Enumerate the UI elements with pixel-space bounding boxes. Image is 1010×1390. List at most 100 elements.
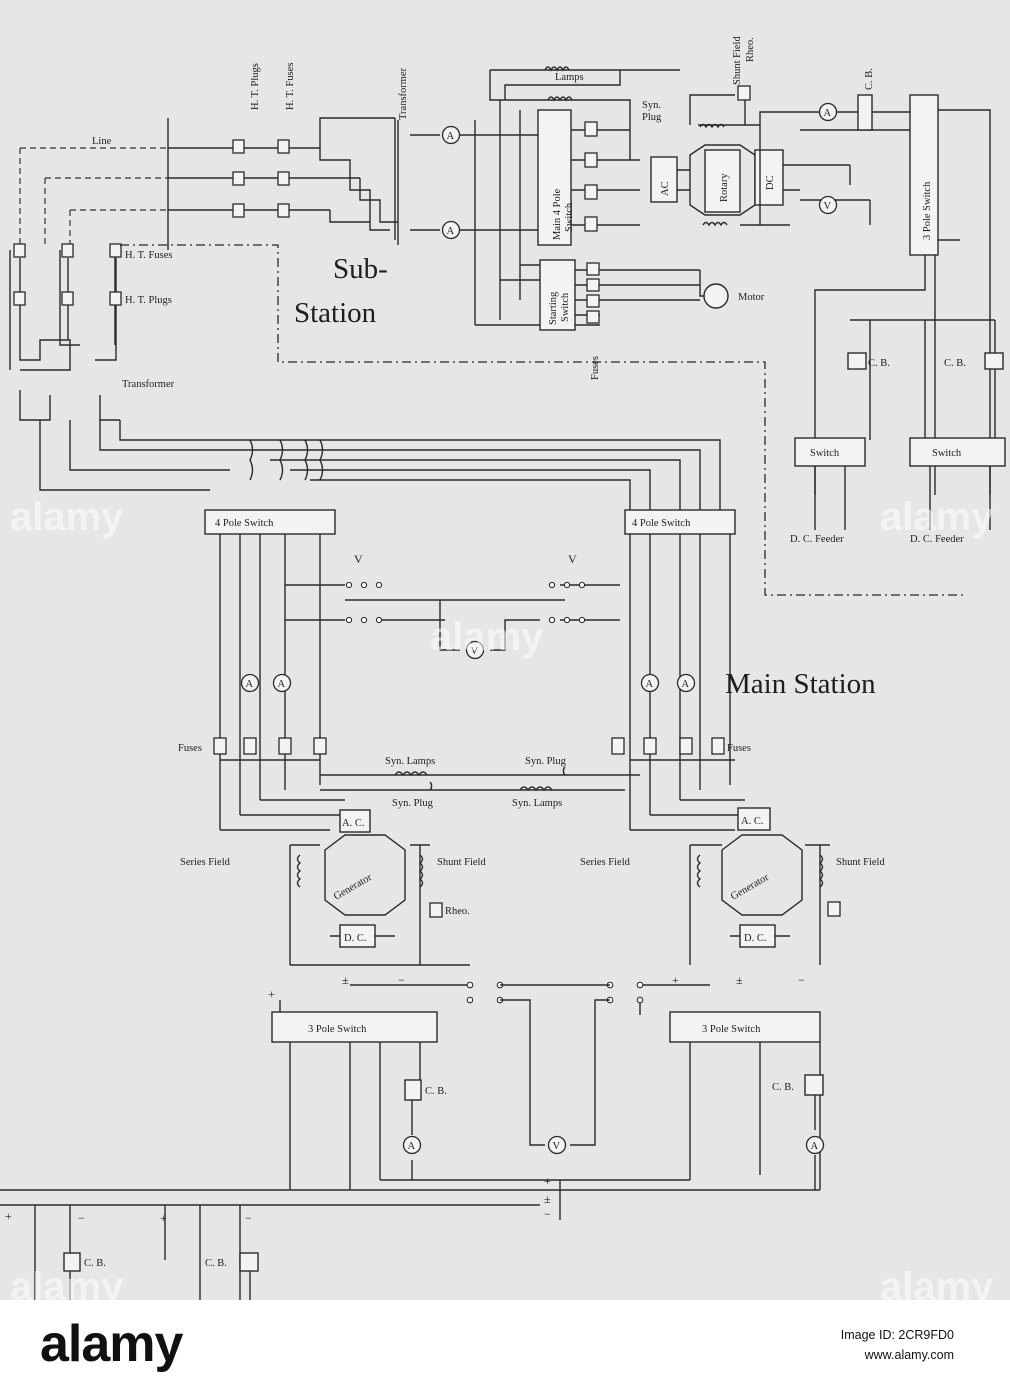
v-label: V bbox=[354, 552, 363, 566]
fuses-label: Fuses bbox=[178, 743, 202, 754]
minus-sign: − bbox=[398, 973, 405, 987]
three-pole-switch-label: 3 Pole Switch bbox=[702, 1024, 761, 1035]
svg-text:A: A bbox=[447, 226, 455, 237]
fuses-label: Fuses bbox=[727, 743, 751, 754]
ammeter: A bbox=[818, 102, 838, 122]
voltmeter: V bbox=[465, 640, 485, 660]
svg-text:A: A bbox=[682, 679, 690, 690]
plug-label: Plug bbox=[642, 112, 662, 123]
ht-plugs-label: H. T. Plugs bbox=[250, 63, 261, 110]
dc-label: D. C. bbox=[744, 933, 766, 944]
transformer-label: Transformer bbox=[122, 379, 175, 390]
rotary-label: Rotary bbox=[719, 173, 730, 202]
ammeter: A bbox=[240, 673, 260, 693]
alamy-logo[interactable]: alamy bbox=[40, 1315, 183, 1373]
svg-text:A: A bbox=[246, 679, 254, 690]
substation-title: Sub- bbox=[333, 253, 388, 285]
cb-label: C. B. bbox=[205, 1258, 227, 1269]
four-pole-switch-label: 4 Pole Switch bbox=[632, 518, 691, 529]
plusminus-sign: ± bbox=[736, 973, 743, 987]
plus-sign: + bbox=[268, 987, 275, 1001]
four-pole-switch-label: 4 Pole Switch bbox=[215, 518, 274, 529]
minus-sign: − bbox=[544, 1207, 551, 1221]
minus-sign: − bbox=[245, 1211, 252, 1225]
plus-sign: + bbox=[160, 1211, 167, 1225]
shunt-field-label: Shunt Field bbox=[437, 857, 486, 868]
three-pole-switch-label: 3 Pole Switch bbox=[922, 181, 933, 240]
site-url-link[interactable]: www.alamy.com bbox=[864, 1348, 954, 1362]
three-pole-switch-label: 3 Pole Switch bbox=[308, 1024, 367, 1035]
plus-sign: + bbox=[5, 1209, 12, 1223]
ac-label: A. C. bbox=[342, 818, 364, 829]
svg-text:A: A bbox=[811, 1141, 819, 1152]
svg-text:A: A bbox=[646, 679, 654, 690]
ammeter: A bbox=[402, 1135, 422, 1155]
svg-text:V: V bbox=[471, 646, 479, 657]
motor-label: Motor bbox=[738, 292, 765, 303]
svg-text:A: A bbox=[824, 108, 832, 119]
lamps-label: Lamps bbox=[555, 72, 584, 83]
line-label: Line bbox=[92, 136, 112, 147]
rheo-label: Rheo. bbox=[445, 906, 470, 917]
starting-switch-label: Switch bbox=[560, 292, 571, 322]
dc-label: DC bbox=[765, 175, 776, 190]
image-id-text: Image ID: 2CR9FD0 bbox=[840, 1328, 954, 1342]
voltmeter: V bbox=[818, 195, 838, 215]
svg-text:V: V bbox=[553, 1141, 561, 1152]
ammeter: A bbox=[441, 220, 461, 240]
generator-label: Generator bbox=[729, 872, 771, 903]
v-label: V bbox=[568, 552, 577, 566]
syn-lamps-label: Syn. Lamps bbox=[385, 756, 435, 767]
footer-bar: alamy Image ID: 2CR9FD0 www.alamy.com bbox=[0, 1300, 1010, 1390]
shunt-field-label: Shunt Field bbox=[732, 36, 743, 85]
cb-label: C. B. bbox=[868, 358, 890, 369]
svg-text:alamy: alamy bbox=[880, 495, 994, 539]
plusminus-sign: ± bbox=[342, 973, 349, 987]
substation-wiring bbox=[9, 66, 1006, 596]
wiring-diagram-plate: A A A V A A V A A A V A Line H. T. Plugs… bbox=[0, 0, 1010, 1300]
plus-sign: + bbox=[544, 1174, 551, 1188]
svg-text:A: A bbox=[447, 131, 455, 142]
svg-text:alamy: alamy bbox=[10, 1265, 124, 1300]
svg-text:alamy: alamy bbox=[10, 495, 124, 539]
cb-label: C. B. bbox=[772, 1082, 794, 1093]
syn-label: Syn. bbox=[642, 100, 661, 111]
watermark: alamy alamy alamy alamy alamy bbox=[10, 495, 994, 1300]
starting-label: Starting bbox=[548, 291, 559, 325]
main-switch-label: Switch bbox=[564, 202, 575, 232]
svg-text:alamy: alamy bbox=[430, 615, 544, 659]
shunt-field-label: Shunt Field bbox=[836, 857, 885, 868]
wiring-diagram: A A A V A A V A A A V A Line H. T. Plugs… bbox=[0, 36, 1006, 1300]
switch-label: Switch bbox=[810, 448, 840, 459]
syn-plug-label: Syn. Plug bbox=[392, 798, 434, 809]
svg-text:A: A bbox=[278, 679, 286, 690]
ht-fuses-label: H. T. Fuses bbox=[125, 250, 172, 261]
dc-feeder-label: D. C. Feeder bbox=[910, 534, 964, 545]
generator-label: Generator bbox=[332, 872, 374, 903]
ammeter: A bbox=[676, 673, 696, 693]
series-field-label: Series Field bbox=[180, 857, 231, 868]
minus-sign: − bbox=[78, 1211, 85, 1225]
svg-text:A: A bbox=[408, 1141, 416, 1152]
ammeter: A bbox=[272, 673, 292, 693]
rheo-label: Rheo. bbox=[745, 37, 756, 62]
cb-label: C. B. bbox=[425, 1086, 447, 1097]
voltmeter: V bbox=[547, 1135, 567, 1155]
switch-label: Switch bbox=[932, 448, 962, 459]
main-4-pole-switch-label: Main 4 Pole bbox=[552, 188, 563, 240]
substation-title-line2: Station bbox=[294, 297, 377, 329]
cb-label: C. B. bbox=[864, 68, 875, 90]
main-station-title: Main Station bbox=[725, 668, 876, 700]
svg-text:alamy: alamy bbox=[880, 1265, 994, 1300]
syn-plug-label: Syn. Plug bbox=[525, 756, 567, 767]
transformer-label: Transformer bbox=[398, 67, 409, 120]
cb-label: C. B. bbox=[84, 1258, 106, 1269]
fuses-label: Fuses bbox=[590, 356, 601, 380]
ac-label: AC bbox=[660, 181, 671, 196]
ht-fuses-label: H. T. Fuses bbox=[285, 63, 296, 110]
syn-lamps-label: Syn. Lamps bbox=[512, 798, 562, 809]
ht-plugs-label: H. T. Plugs bbox=[125, 295, 172, 306]
cb-label: C. B. bbox=[944, 358, 966, 369]
ac-label: A. C. bbox=[741, 816, 763, 827]
